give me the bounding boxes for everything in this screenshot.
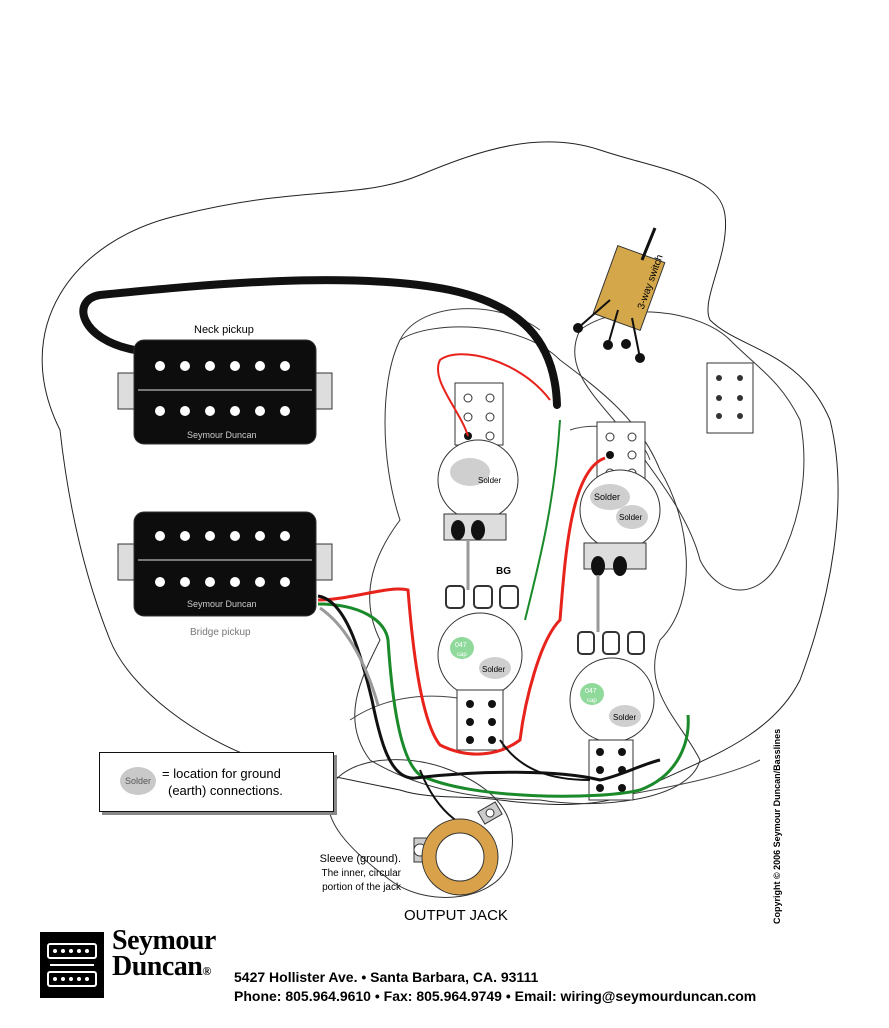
output-jack — [413, 801, 503, 896]
neck-tone-solder-label: Solder — [482, 665, 505, 674]
neck-ground-wire — [524, 419, 561, 621]
brand-line1: Seymour — [112, 925, 216, 956]
bridge-vol-solder-label-2: Solder — [619, 513, 642, 522]
sleeve-label-line3: portion of the jack — [322, 882, 402, 893]
footer-address: 5427 Hollister Ave. • Santa Barbara, CA.… — [234, 968, 756, 1006]
jack-cavity-outline — [327, 759, 513, 898]
copyright: Copyright © 2006 Seymour Duncan/Bassline… — [772, 728, 782, 924]
neck-cap-label-2: cap — [457, 652, 467, 658]
shield-wire — [317, 594, 661, 782]
neck-pickup — [117, 339, 333, 445]
sleeve-label-line2: The inner, circular — [322, 868, 402, 879]
neck-pickup-brand: Seymour Duncan — [187, 430, 257, 440]
brand-name: Seymour Duncan® — [112, 925, 216, 984]
bg-label: BG — [496, 566, 511, 577]
legend-text: = location for ground (earth) connection… — [162, 765, 283, 799]
sleeve-label-line1: Sleeve (ground). — [320, 853, 401, 865]
bridge-tone-solder-label: Solder — [613, 713, 636, 722]
brand-line2-wrap: Duncan® — [112, 951, 216, 984]
bridge-pickup — [117, 511, 333, 617]
bridge-vol-solder-label: Solder — [594, 492, 620, 502]
neck-hot-wire — [437, 353, 551, 437]
control-cavity-outline — [354, 326, 701, 805]
legend: Solder = location for ground (earth) con… — [99, 752, 334, 812]
neck-tone-pot — [437, 585, 523, 751]
bridge-pickup-brand: Seymour Duncan — [187, 599, 257, 609]
neck-vol-solder-label: Solder — [478, 476, 501, 485]
bridge-volume-pot — [579, 421, 661, 576]
address-line: 5427 Hollister Ave. • Santa Barbara, CA.… — [234, 969, 539, 985]
logo-mark-icon — [47, 943, 97, 987]
registered-mark: ® — [202, 964, 211, 978]
bridge-tone-pot — [569, 631, 655, 801]
switch-lug-board — [706, 362, 754, 434]
neck-pickup-cable — [79, 276, 561, 409]
bare-wire — [319, 540, 600, 706]
legend-line1: = location for ground — [162, 766, 281, 781]
three-way-switch — [573, 227, 666, 363]
bridge-pickup-label: Bridge pickup — [190, 627, 251, 638]
brand-line2: Duncan — [112, 951, 203, 982]
bridge-cap-label-2: cap — [587, 698, 597, 704]
output-jack-label: OUTPUT JACK — [404, 907, 508, 924]
legend-line2: (earth) connections. — [168, 783, 283, 798]
solder-blob-icon: Solder — [120, 767, 156, 795]
neck-pickup-label: Neck pickup — [194, 324, 254, 336]
bridge-cap-label: 047 — [585, 688, 597, 695]
bridge-hot-wire — [317, 456, 606, 756]
neck-volume-pot — [437, 382, 519, 541]
seymour-duncan-logo — [40, 932, 104, 998]
neck-cap-label: 047 — [455, 642, 467, 649]
contact-line: Phone: 805.964.9610 • Fax: 805.964.9749 … — [234, 988, 757, 1004]
bridge-ground-wire — [317, 602, 690, 798]
